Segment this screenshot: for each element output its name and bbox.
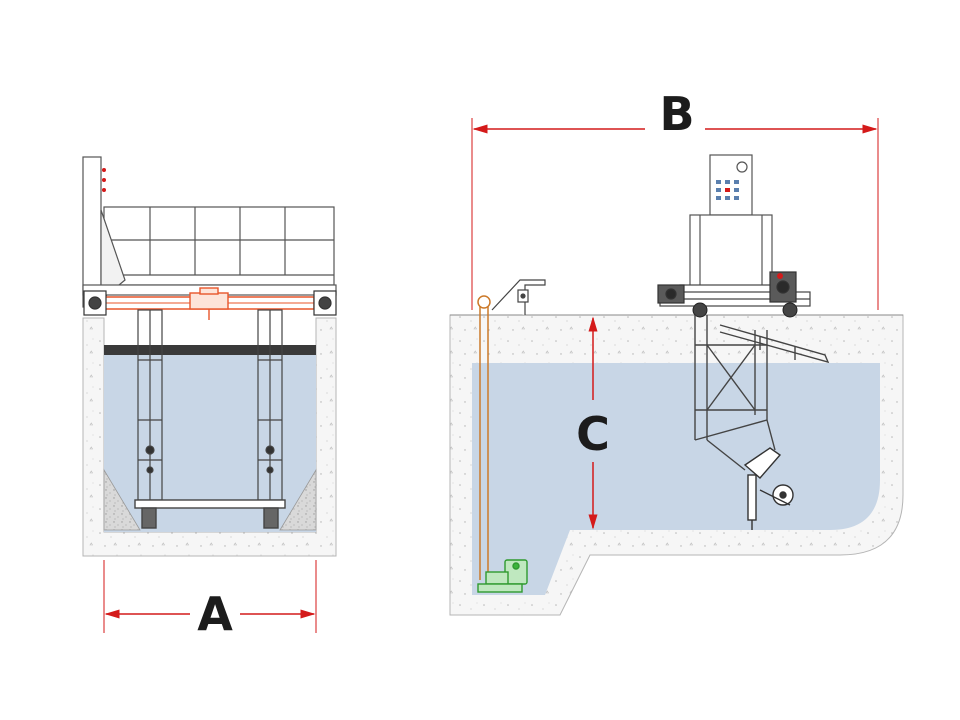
front-wheel-right <box>313 290 337 316</box>
dimension-b-label: B <box>659 87 694 141</box>
side-water <box>472 363 880 595</box>
front-drive-motor <box>189 287 229 320</box>
side-pipe-bend <box>477 295 491 309</box>
dimension-a: A <box>103 560 317 641</box>
dimension-a-label: A <box>197 587 233 641</box>
side-suction-frame <box>694 315 776 471</box>
front-bridge-railing <box>103 206 335 286</box>
front-grit-right <box>279 468 317 531</box>
side-suction-head <box>743 447 794 530</box>
dimension-b: B <box>471 87 879 310</box>
front-wheel-left <box>83 290 107 316</box>
side-skimmer-arm <box>719 324 830 364</box>
front-control-column <box>82 156 126 308</box>
front-grit-left <box>103 468 141 531</box>
side-drive-motor-left <box>657 284 685 304</box>
side-submersible-pump <box>477 559 528 593</box>
side-wheel-left <box>692 302 708 318</box>
side-control-cabinet <box>689 154 773 291</box>
side-pump-pipe <box>479 303 489 580</box>
side-pipe-bracket <box>491 279 546 315</box>
front-grating <box>104 345 316 355</box>
dimension-c-label: C <box>576 407 610 461</box>
side-wheel-right <box>782 302 798 318</box>
front-scraper-blade <box>134 499 286 529</box>
dimension-c: C <box>576 316 610 530</box>
cabinet-button-panel <box>716 180 739 200</box>
side-drive-motor-right <box>769 271 797 303</box>
side-view: B C <box>449 87 904 616</box>
front-view: A <box>82 156 337 641</box>
gear-icon <box>736 161 748 173</box>
